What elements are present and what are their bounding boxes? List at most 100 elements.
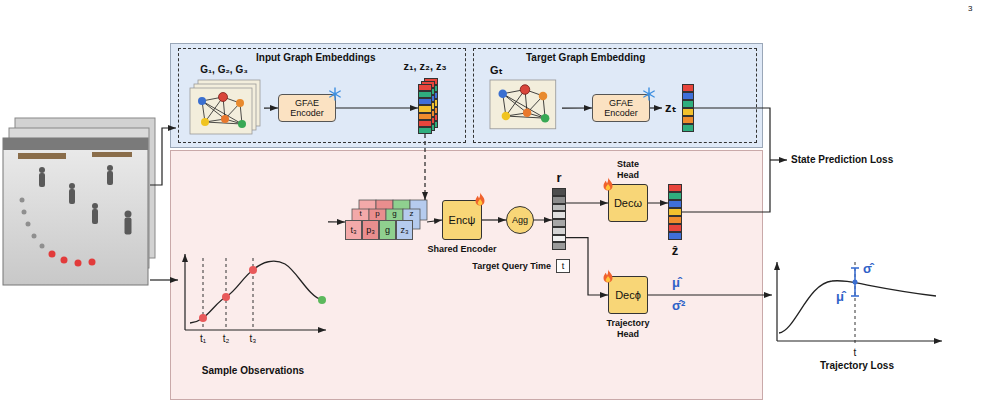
connector-arrow xyxy=(336,107,418,108)
vector-cell xyxy=(418,91,432,98)
vector-cell xyxy=(668,192,682,200)
state-loss-bracket xyxy=(682,108,787,212)
vector-cell xyxy=(552,227,566,235)
connector-arrow xyxy=(566,238,608,295)
frozen-encoder: GFAE Encoder xyxy=(278,94,336,122)
axis-label: t xyxy=(854,347,857,359)
state-decoder: State HeadDecω xyxy=(608,184,648,222)
shared-encoder: EncψShared Encoder xyxy=(442,200,482,240)
group-heading: Target Graph Embedding xyxy=(526,52,645,64)
connector-arrow xyxy=(566,202,608,203)
vector-cell xyxy=(682,108,694,116)
vector-label: r xyxy=(556,171,561,186)
vector-cell xyxy=(418,105,432,112)
token-cell: p₃ xyxy=(362,220,379,240)
vector-cell xyxy=(418,98,432,105)
query-time: t xyxy=(557,261,569,271)
token-letter: g xyxy=(392,209,396,219)
vector-cell xyxy=(552,204,566,212)
token-letter: z xyxy=(410,209,414,219)
target-vector: zₜ xyxy=(662,84,694,132)
frozen-icon xyxy=(328,87,342,101)
page-number: 3 xyxy=(968,4,972,13)
connector-arrow xyxy=(648,294,772,295)
token-stack: t₃p₃gz₃ xyxy=(345,200,427,244)
trajectory-plot-axes xyxy=(777,262,942,344)
graph-card: Gₜ xyxy=(482,64,562,138)
vector-cell xyxy=(682,100,694,108)
mean-label: μ̂ xyxy=(836,290,844,304)
representation-vector: r xyxy=(552,188,566,250)
tick-label: t₃ xyxy=(250,333,257,345)
vector-cell xyxy=(668,224,682,232)
token-letter: t xyxy=(359,209,361,219)
connector-arrow xyxy=(482,219,506,220)
decoder-label: Decω xyxy=(609,197,647,210)
embedding-panel xyxy=(171,44,763,148)
encoder-caption: Shared Encoder xyxy=(427,244,496,254)
vector-cell xyxy=(668,184,682,192)
connector-arrow xyxy=(650,107,662,108)
trainable-icon xyxy=(601,269,615,283)
embedding-vector: z₁, z₂, z₃ xyxy=(418,84,432,134)
scene-photos xyxy=(3,118,155,285)
vector-cell xyxy=(552,242,566,250)
token-letter: p xyxy=(375,209,379,219)
tick-label: t₂ xyxy=(223,333,230,345)
trainable-icon xyxy=(601,177,615,191)
vector-cell xyxy=(682,92,694,100)
tick-label: t₁ xyxy=(200,333,206,345)
variance-label: σ̂² xyxy=(672,299,685,313)
connector-arrow xyxy=(648,202,668,203)
vector-cell xyxy=(552,188,566,196)
vector-cell xyxy=(552,235,566,243)
vector-cell xyxy=(418,120,432,127)
connector-arrow xyxy=(328,221,345,222)
vector-cell xyxy=(552,196,566,204)
observation-plot: Sample Observations xyxy=(178,190,328,380)
input-embedding-group: G₁, G₂, G₃ GFAE Encoder z₁, z₂, z₃ Input Gr… xyxy=(178,48,466,143)
head-caption: Trajectory Head xyxy=(601,318,655,340)
vector-cell xyxy=(418,113,432,120)
vector-label: zₜ xyxy=(665,101,677,116)
encoder-label: Encψ xyxy=(443,214,481,227)
plot-caption: Sample Observations xyxy=(178,365,328,377)
connector-arrow xyxy=(424,134,425,200)
token-cell: t₃ xyxy=(345,220,362,240)
vector-cell xyxy=(682,124,694,132)
vector-cell xyxy=(418,84,432,91)
predicted-vector: ẑ xyxy=(668,184,682,240)
trajectory-plot: Trajectory Loss xyxy=(772,250,942,380)
vector-cell xyxy=(668,200,682,208)
plot-caption: Trajectory Loss xyxy=(772,360,942,372)
encoder-label: GFAE Encoder xyxy=(279,98,335,119)
frozen-encoder: GFAE Encoder xyxy=(592,94,650,122)
frozen-icon xyxy=(642,87,656,101)
vector-cell xyxy=(552,219,566,227)
mean-label: μ̂ xyxy=(672,276,680,290)
loss-label: State Prediction Loss xyxy=(791,154,893,166)
decoder-label: Decϕ xyxy=(609,289,647,302)
query-caption: Target Query Time xyxy=(472,261,551,271)
observation-plot-axes xyxy=(185,254,326,330)
vector-cell xyxy=(418,127,432,134)
graph-label: Gₜ xyxy=(490,64,503,77)
group-heading: Input Graph Embeddings xyxy=(256,52,375,64)
model-panel xyxy=(171,151,763,400)
connector-arrow xyxy=(427,220,442,222)
aggregator-circle: Agg xyxy=(506,206,534,234)
vector-cell xyxy=(668,208,682,216)
vector-cell xyxy=(682,116,694,124)
head-caption: State Head xyxy=(609,159,647,181)
vector-label: ẑ xyxy=(672,244,679,259)
vector-cell xyxy=(552,211,566,219)
connector-arrow xyxy=(562,107,592,108)
graph-label: G₁, G₂, G₃ xyxy=(184,64,264,76)
encoder-label: GFAE Encoder xyxy=(593,98,649,119)
vector-cell xyxy=(668,232,682,240)
graph-cards xyxy=(190,80,556,134)
connector-arrow xyxy=(264,107,278,108)
connector-arrow xyxy=(534,219,552,220)
